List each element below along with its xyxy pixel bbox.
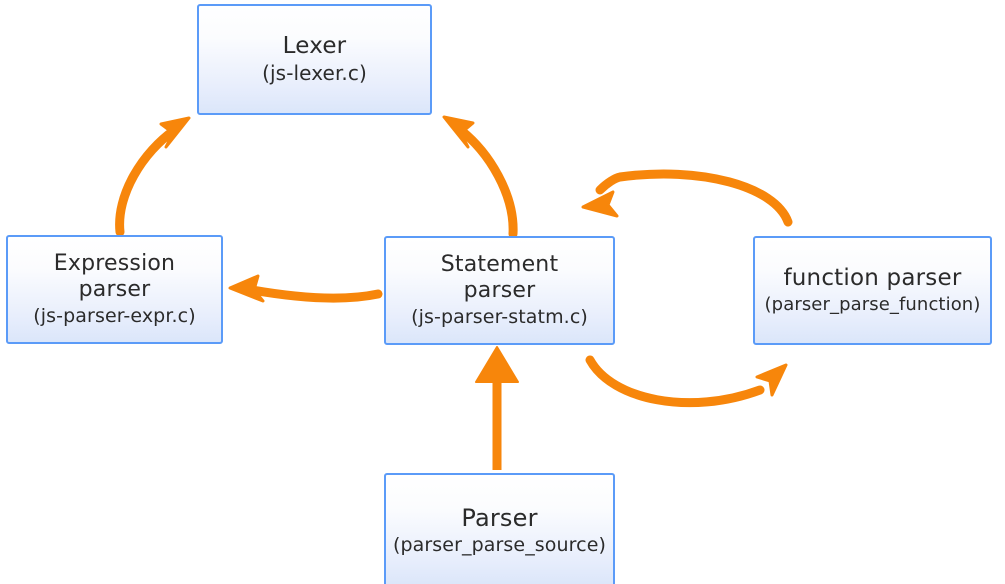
- node-expression-parser[interactable]: Expression parser (js-parser-expr.c): [6, 235, 223, 344]
- node-statement-parser-subtitle: (js-parser-statm.c): [411, 306, 588, 329]
- edge-statement-parser-to-function-parser: [585, 355, 788, 408]
- node-lexer[interactable]: Lexer (js-lexer.c): [197, 4, 432, 115]
- node-expression-parser-title: Expression parser: [53, 251, 176, 303]
- edge-statement-parser-to-expression-parser: [228, 274, 383, 303]
- node-function-parser-title: function parser: [783, 265, 962, 292]
- node-statement-parser-title: Statement parser: [440, 252, 559, 304]
- node-lexer-subtitle: (js-lexer.c): [262, 61, 367, 86]
- node-expression-parser-subtitle: (js-parser-expr.c): [33, 305, 196, 328]
- node-parser-title: Parser: [461, 504, 538, 533]
- edge-statement-parser-to-lexer: [442, 115, 518, 239]
- node-function-parser-subtitle: (parser_parse_function): [764, 294, 981, 316]
- edge-parser-to-statement-parser: [475, 346, 519, 470]
- edge-expression-parser-to-lexer: [115, 116, 191, 237]
- node-parser[interactable]: Parser (parser_parse_source): [384, 473, 615, 584]
- edge-function-parser-to-statement-parser: [581, 169, 793, 227]
- node-parser-subtitle: (parser_parse_source): [392, 534, 607, 557]
- node-function-parser[interactable]: function parser (parser_parse_function): [753, 236, 992, 345]
- node-lexer-title: Lexer: [282, 33, 347, 60]
- node-statement-parser[interactable]: Statement parser (js-parser-statm.c): [384, 236, 615, 345]
